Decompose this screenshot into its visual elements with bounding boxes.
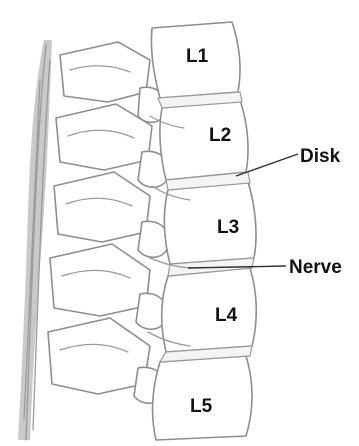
vertebra-label-l2: L2 bbox=[209, 125, 231, 146]
nerve-callout-label: Nerve bbox=[289, 257, 342, 278]
vertebra-label-l1: L1 bbox=[186, 46, 209, 67]
vertebra-label-l3: L3 bbox=[217, 217, 239, 238]
vertebra-label-l4: L4 bbox=[215, 305, 238, 326]
disk-callout-label: Disk bbox=[300, 146, 341, 167]
back-contour bbox=[18, 40, 52, 440]
vertebra-l4-body bbox=[162, 268, 257, 352]
posterior-elements bbox=[48, 42, 152, 394]
vertebra-l3-body bbox=[164, 182, 256, 264]
vertebra-l2-body bbox=[160, 100, 248, 180]
vertebra-label-l5: L5 bbox=[190, 396, 213, 417]
vertebral-bodies bbox=[151, 22, 256, 440]
